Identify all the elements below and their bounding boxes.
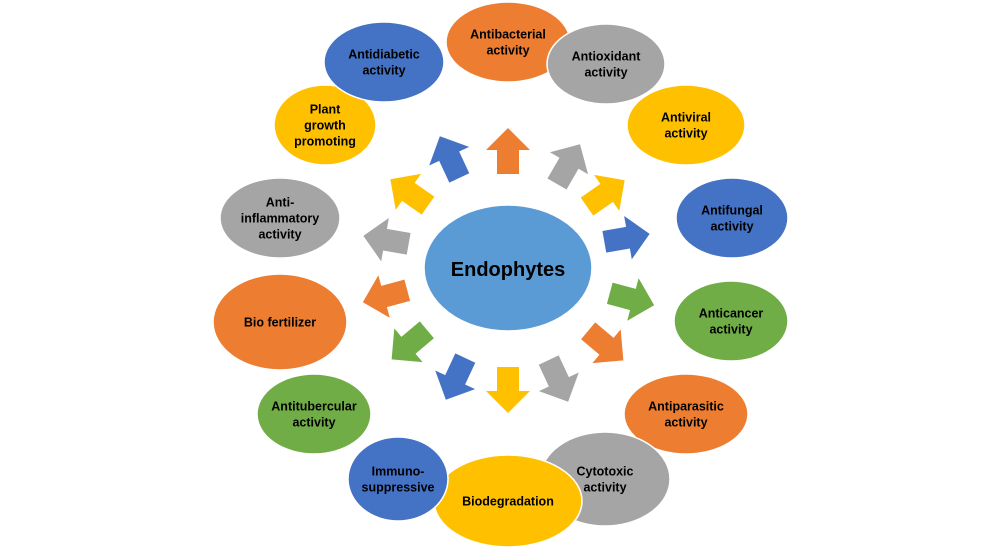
node-antidiabetic-label: Antidiabetic: [348, 48, 420, 62]
arrows-layer: [362, 128, 655, 413]
node-anti-inflammatory-label: activity: [258, 228, 301, 242]
nodes-layer: Antibacterial activity Antioxidant activity…: [212, 1, 789, 548]
node-bio-fertilizer: Bio fertilizer: [212, 273, 348, 371]
arrow-left-lower: [362, 275, 411, 318]
node-plant-growth: Plant growth promoting: [273, 84, 377, 166]
node-antiparasitic: Antiparasitic activity: [623, 373, 749, 455]
node-plant-growth-label: growth: [304, 119, 346, 133]
center-label: Endophytes: [451, 259, 565, 281]
node-anti-inflammatory-label: Anti-: [266, 196, 294, 210]
arrow-down-right-1: [581, 322, 624, 364]
node-bio-fertilizer-label: Bio fertilizer: [244, 316, 316, 330]
node-antidiabetic-label: activity: [362, 64, 405, 78]
node-antiparasitic-ellipse: [623, 373, 749, 455]
arrow-up-left: [429, 136, 470, 183]
node-antioxidant: Antioxidant activity: [546, 23, 666, 105]
node-anti-inflammatory-label: inflammatory: [241, 212, 320, 226]
arrow-down: [486, 367, 530, 413]
node-antibacterial-label: Antibacterial: [470, 28, 546, 42]
node-bio-fertilizer-ellipse: [212, 273, 348, 371]
node-plant-growth-label: promoting: [294, 135, 356, 149]
node-antiviral: Antiviral activity: [626, 84, 746, 166]
node-anticancer-label: Anticancer: [699, 307, 764, 321]
arrow-down-left-1: [435, 353, 476, 400]
node-antibacterial: Antibacterial activity: [445, 1, 571, 83]
node-immunosuppressive-ellipse: [347, 436, 449, 522]
node-anti-inflammatory: Anti-inflammatory activity: [219, 177, 341, 259]
node-antiviral-label: Antiviral: [661, 111, 711, 125]
node-anticancer-ellipse: [673, 280, 789, 362]
arrow-down-right-2: [538, 355, 579, 402]
node-antifungal-ellipse: [675, 177, 789, 259]
node-antiviral-label: activity: [664, 127, 707, 141]
node-antioxidant-label: activity: [584, 66, 627, 80]
node-antitubercular-label: activity: [292, 416, 335, 430]
center-node: Endophytes: [423, 204, 593, 332]
node-anticancer-label: activity: [709, 323, 752, 337]
node-antifungal-label: activity: [710, 220, 753, 234]
node-immunosuppressive-label: Immuno-: [372, 465, 425, 479]
node-antibacterial-label: activity: [486, 44, 529, 58]
arrow-left: [363, 217, 411, 262]
node-plant-growth-ellipse: [273, 84, 377, 166]
node-antitubercular-ellipse: [256, 373, 372, 455]
node-antioxidant-ellipse: [546, 23, 666, 105]
node-biodegradation-label: Biodegradation: [462, 495, 554, 509]
node-anticancer: Anticancer activity: [673, 280, 789, 362]
node-antiparasitic-label: activity: [664, 416, 707, 430]
arrow-down-left-2: [391, 321, 434, 363]
node-antitubercular: Antitubercular activity: [256, 373, 372, 455]
node-antiparasitic-label: Antiparasitic: [648, 400, 724, 414]
arrow-right-upper: [580, 174, 625, 216]
node-antidiabetic: Antidiabetic activity: [323, 21, 445, 103]
node-antidiabetic-ellipse: [323, 21, 445, 103]
node-cytotoxic-label: activity: [583, 481, 626, 495]
node-antitubercular-label: Antitubercular: [271, 400, 357, 414]
arrow-up: [486, 128, 530, 174]
node-antifungal: Antifungal activity: [675, 177, 789, 259]
arrow-up-right: [547, 144, 589, 190]
center-ellipse: [423, 204, 593, 332]
node-antiviral-ellipse: [626, 84, 746, 166]
node-antifungal-label: Antifungal: [701, 204, 763, 218]
node-biodegradation: Biodegradation: [433, 454, 583, 548]
node-cytotoxic-label: Cytotoxic: [577, 465, 634, 479]
arrow-right: [602, 215, 650, 260]
node-immunosuppressive: Immuno-suppressive: [347, 436, 449, 522]
node-plant-growth-label: Plant: [310, 103, 341, 117]
arrow-right-lower: [606, 278, 655, 321]
arrow-left-upper: [390, 173, 435, 215]
node-antioxidant-label: Antioxidant: [572, 50, 642, 64]
node-anti-inflammatory-ellipse: [219, 177, 341, 259]
node-immunosuppressive-label: suppressive: [362, 481, 435, 495]
